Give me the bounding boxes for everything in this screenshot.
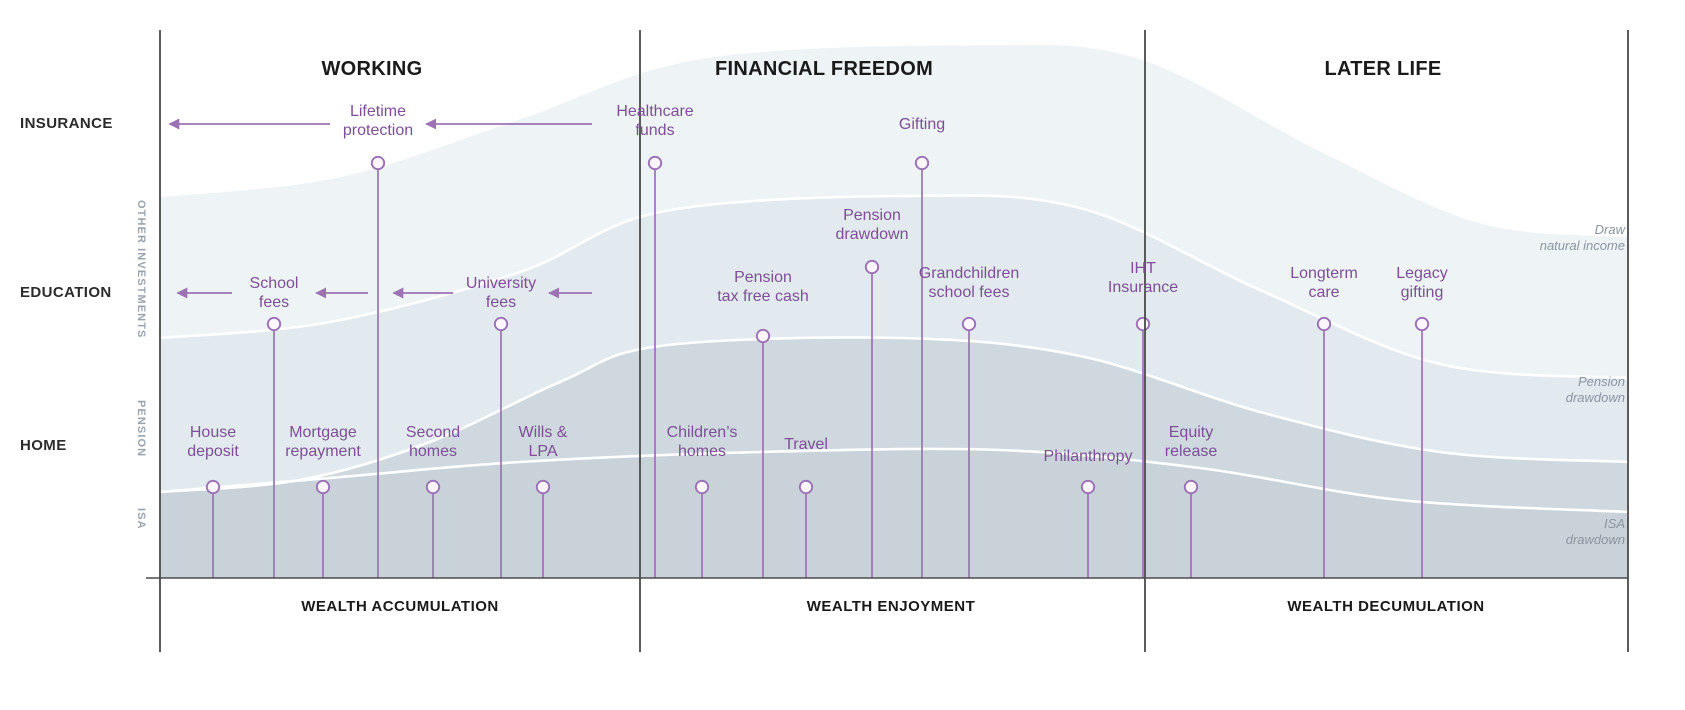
band-label-other-investments: OTHER INVESTMENTS <box>135 200 147 339</box>
marker-dot-philanthropy[interactable] <box>1080 479 1096 495</box>
marker-dot-longterm-care[interactable] <box>1316 316 1332 332</box>
footer-title-wealth-enjoyment: WEALTH ENJOYMENT <box>806 598 976 615</box>
marker-dot-wills-lpa[interactable] <box>535 479 551 495</box>
marker-dot-university-fees[interactable] <box>493 316 509 332</box>
band-label-pension: PENSION <box>135 400 147 458</box>
footer-title-wealth-decumulation: WEALTH DECUMULATION <box>1287 598 1485 615</box>
marker-dot-travel[interactable] <box>798 479 814 495</box>
marker-dot-grandchildren-school-fees[interactable] <box>961 316 977 332</box>
marker-dot-gifting[interactable] <box>914 155 930 171</box>
row-label-education: EDUCATION <box>20 284 112 301</box>
band-boundary-other-investments <box>160 194 1628 380</box>
area-band-isa <box>160 448 1628 578</box>
marker-label-wills-lpa: Wills &LPA <box>518 424 568 461</box>
marker-dot-iht-insurance[interactable] <box>1135 316 1151 332</box>
marker-dot-lifetime-protection[interactable] <box>370 155 386 171</box>
marker-dot-pension-drawdown[interactable] <box>864 259 880 275</box>
marker-dot-mortgage-repayment[interactable] <box>315 479 331 495</box>
marker-label-gifting: Gifting <box>898 116 946 133</box>
row-label-home: HOME <box>20 437 67 454</box>
row-label-insurance: INSURANCE <box>20 115 113 132</box>
phase-title-later-life: LATER LIFE <box>1324 58 1442 80</box>
marker-dot-healthcare-funds[interactable] <box>647 155 663 171</box>
band-boundary-isa <box>160 447 1628 514</box>
marker-dot-house-deposit[interactable] <box>205 479 221 495</box>
band-boundary-top-envelope <box>160 42 1628 238</box>
marker-label-philanthropy: Philanthropy <box>1043 448 1133 465</box>
footer-title-wealth-accumulation: WEALTH ACCUMULATION <box>301 598 499 615</box>
marker-dot-legacy-gifting[interactable] <box>1414 316 1430 332</box>
marker-dot-school-fees[interactable] <box>266 316 282 332</box>
marker-dot-pension-tax-free-cash[interactable] <box>755 328 771 344</box>
marker-label-travel: Travel <box>784 436 828 453</box>
marker-dot-equity-release[interactable] <box>1183 479 1199 495</box>
marker-dot-childrens-homes[interactable] <box>694 479 710 495</box>
band-boundary-pension <box>160 336 1628 494</box>
phase-title-working: WORKING <box>321 58 423 80</box>
marker-dot-second-homes[interactable] <box>425 479 441 495</box>
phase-title-financial-freedom: FINANCIAL FREEDOM <box>714 58 934 80</box>
band-label-isa: ISA <box>135 508 147 530</box>
